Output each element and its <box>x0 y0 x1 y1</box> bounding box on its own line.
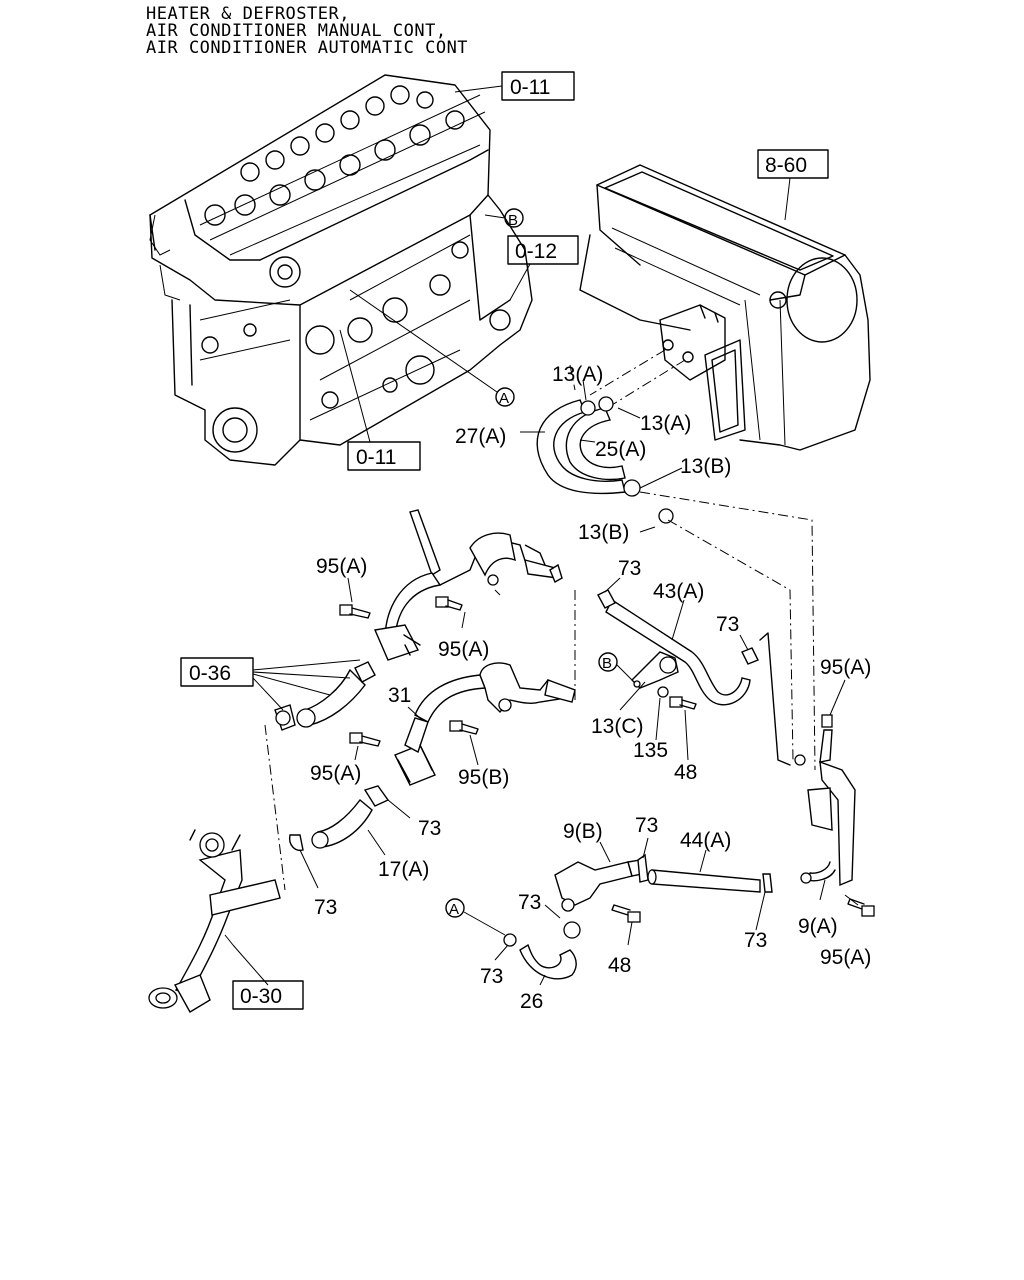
label-95a-2: 95(A) <box>438 638 489 661</box>
clamp-13c <box>631 651 679 689</box>
bolt-95b <box>449 720 479 735</box>
ref-0-12: 0-12 <box>515 240 557 263</box>
ref-box-0-30 <box>232 980 304 1010</box>
hose-26 <box>503 921 581 980</box>
marker-b-engine-text: B <box>508 212 518 229</box>
label-48-2: 48 <box>608 954 631 977</box>
title-line-2: AIR CONDITIONER MANUAL CONT, <box>146 21 447 41</box>
hose-17a <box>288 785 390 852</box>
label-31: 31 <box>388 684 411 707</box>
title-line-1: HEATER & DEFROSTER, <box>146 4 350 24</box>
ref-0-11-top: 0-11 <box>510 76 550 99</box>
marker-a-hose-text: A <box>449 901 459 918</box>
label-95a-4: 95(A) <box>310 762 361 785</box>
heater-pipe-9b <box>554 853 649 912</box>
marker-b-clamp <box>598 652 618 672</box>
label-48-1: 48 <box>674 761 697 784</box>
ref-box-0-11-bottom <box>347 441 421 471</box>
heater-unit-drawing <box>579 164 871 451</box>
marker-a-engine <box>495 387 515 407</box>
label-13a-2: 13(A) <box>640 412 691 435</box>
label-25a: 25(A) <box>595 438 646 461</box>
heater-pipe-upper <box>374 509 563 661</box>
label-13b-1: 13(B) <box>680 455 731 478</box>
label-95a-1: 95(A) <box>316 555 367 578</box>
engine-block-drawing <box>149 74 533 466</box>
label-73-4: 73 <box>314 896 337 919</box>
hose-27a-25a <box>536 396 674 524</box>
label-17a: 17(A) <box>378 858 429 881</box>
label-43a: 43(A) <box>653 580 704 603</box>
label-27a: 27(A) <box>455 425 506 448</box>
hose-0-36-group <box>274 661 376 731</box>
heater-pipe-31 <box>394 662 576 786</box>
label-44a: 44(A) <box>680 829 731 852</box>
label-73-2: 73 <box>716 613 739 636</box>
label-135: 135 <box>633 739 668 762</box>
label-95a-3: 95(A) <box>820 656 871 679</box>
label-9b: 9(B) <box>563 820 603 843</box>
bolt-95a-4 <box>349 732 381 747</box>
marker-a-engine-text: A <box>499 390 509 407</box>
label-73-3: 73 <box>418 817 441 840</box>
ref-box-8-60 <box>757 149 829 179</box>
ref-0-30: 0-30 <box>240 985 282 1008</box>
bolt-48-1 <box>669 696 697 710</box>
bolt-48-2 <box>611 904 641 923</box>
heater-pipe-9a <box>794 714 856 887</box>
water-pipe-0-30 <box>148 829 281 1013</box>
label-95b: 95(B) <box>458 766 509 789</box>
marker-b-clamp-text: B <box>602 655 612 672</box>
label-73-8: 73 <box>480 965 503 988</box>
label-13a-1: 13(A) <box>552 363 603 386</box>
ref-0-11-bottom: 0-11 <box>356 446 396 469</box>
bolt-95a-2 <box>435 596 463 611</box>
ref-0-36: 0-36 <box>189 662 231 685</box>
washer-135 <box>657 686 669 698</box>
title-line-3: AIR CONDITIONER AUTOMATIC CONT <box>146 38 469 58</box>
label-26: 26 <box>520 990 543 1013</box>
label-73-6: 73 <box>518 891 541 914</box>
ref-box-0-12 <box>507 235 579 265</box>
ref-8-60: 8-60 <box>765 154 807 177</box>
hose-44a <box>647 869 773 893</box>
label-73-1: 73 <box>618 557 641 580</box>
label-95a-5: 95(A) <box>820 946 871 969</box>
hose-43a <box>597 589 759 706</box>
label-73-7: 73 <box>744 929 767 952</box>
bolt-95a-5 <box>847 898 875 917</box>
bolt-95a-1 <box>339 604 371 619</box>
label-13b-2: 13(B) <box>578 521 629 544</box>
label-13c: 13(C) <box>591 715 644 738</box>
label-9a: 9(A) <box>798 915 838 938</box>
label-73-5: 73 <box>635 814 658 837</box>
marker-a-hose <box>445 898 465 918</box>
